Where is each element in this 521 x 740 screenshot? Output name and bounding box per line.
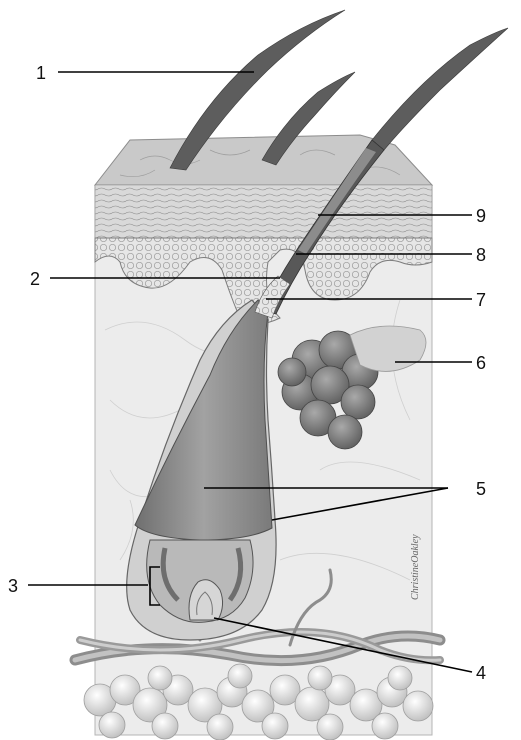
artist-signature: ChristineOakley — [410, 534, 421, 600]
label-2: 2 — [30, 269, 40, 289]
label-1: 1 — [36, 63, 46, 83]
label-3: 3 — [8, 576, 18, 596]
label-8: 8 — [476, 245, 486, 265]
stratum-corneum — [95, 185, 432, 238]
label-4: 4 — [476, 663, 486, 683]
label-7: 7 — [476, 290, 486, 310]
label-6: 6 — [476, 353, 486, 373]
label-9: 9 — [476, 206, 486, 226]
label-5: 5 — [476, 479, 486, 499]
hair-shaft-right — [372, 28, 508, 150]
